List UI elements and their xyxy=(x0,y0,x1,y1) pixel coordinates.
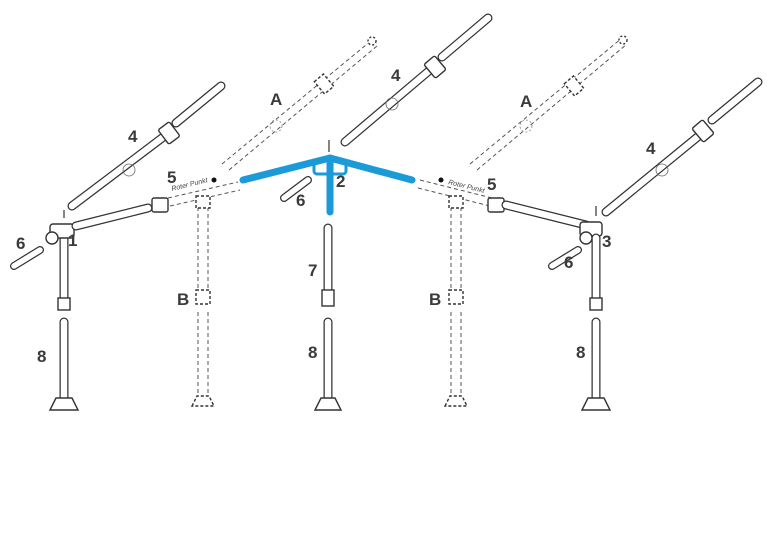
part-label-B-left: B xyxy=(177,290,189,309)
right-corner-assembly xyxy=(501,77,763,411)
center-ridge-connector xyxy=(239,140,416,216)
roter-punkt-right-note: Roter Punkt xyxy=(448,179,487,195)
part-label-4-left: 4 xyxy=(128,127,138,146)
part-label-4-center: 4 xyxy=(391,66,401,85)
left-inner-dashed-assembly xyxy=(151,36,378,407)
part-label-B-right: B xyxy=(429,290,441,309)
part-label-6-left: 6 xyxy=(16,234,25,253)
roter-punkt-left-note: Roter Punkt xyxy=(171,177,210,193)
part-label-3: 3 xyxy=(602,232,611,251)
part-label-A-right: A xyxy=(520,92,532,111)
part-label-6-right: 6 xyxy=(564,253,573,272)
part-label-8-center: 8 xyxy=(308,343,317,362)
left-corner-assembly xyxy=(10,81,226,411)
part-label-1: 1 xyxy=(68,231,77,250)
part-label-5-right: 5 xyxy=(487,175,496,194)
center-right-rafter xyxy=(340,13,493,147)
part-label-4-right: 4 xyxy=(646,139,656,158)
part-label-8-left: 8 xyxy=(37,347,46,366)
part-label-5-left: 5 xyxy=(167,168,176,187)
part-label-6-center: 6 xyxy=(296,191,305,210)
part-label-2: 2 xyxy=(336,172,345,191)
part-label-A-left: A xyxy=(270,90,282,109)
part-label-7: 7 xyxy=(308,261,317,280)
part-label-8-right: 8 xyxy=(576,343,585,362)
center-post-assembly xyxy=(280,176,343,411)
right-inner-dashed-assembly xyxy=(417,35,628,407)
